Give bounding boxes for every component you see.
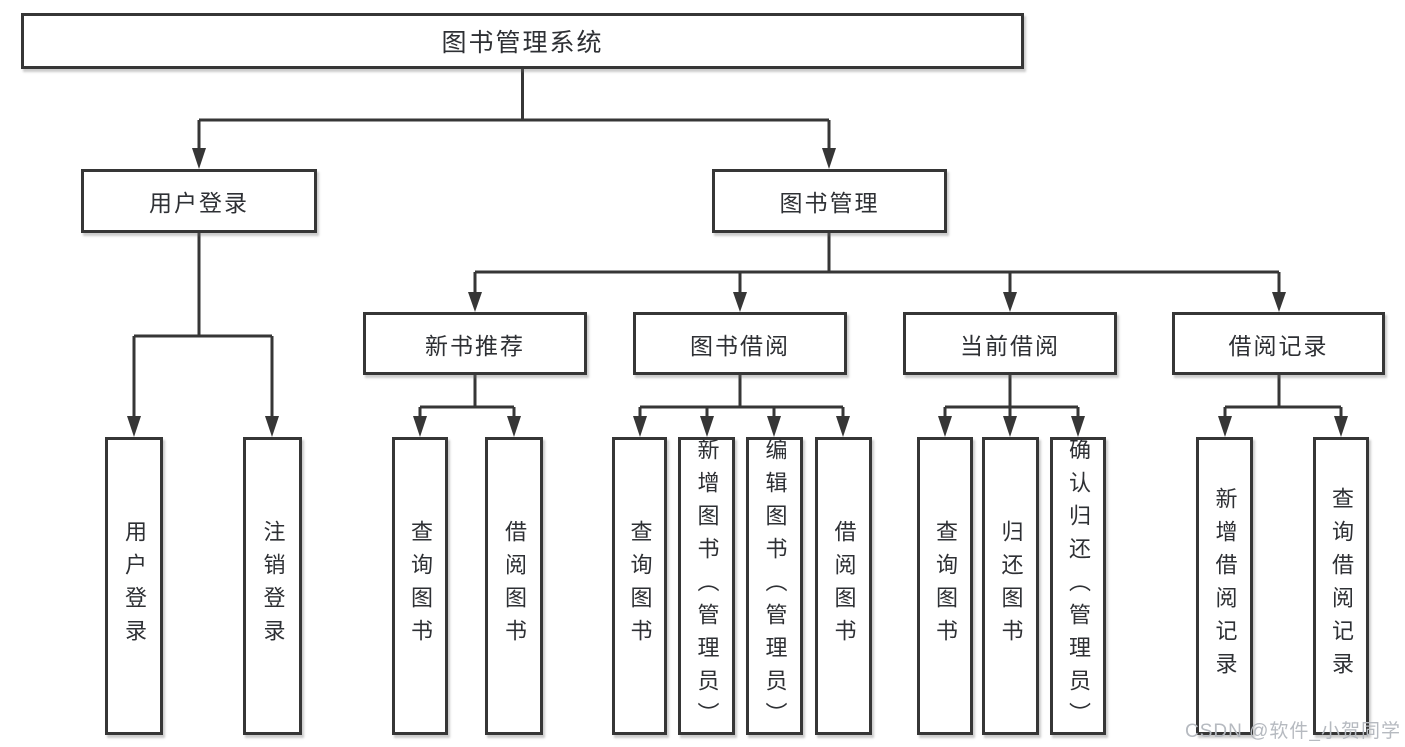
node-current-borrowing: 当前借阅	[903, 312, 1117, 375]
node-label: 借阅记录	[1228, 332, 1329, 359]
csdn-watermark: CSDN @软件_小贺同学	[1185, 721, 1401, 742]
node-label: 编辑图书（管理员）	[762, 437, 788, 735]
node-label: 当前借阅	[960, 332, 1060, 359]
node-label: 查询图书	[933, 520, 958, 652]
node-label: 归还图书	[998, 520, 1024, 652]
leaf-borrow-books: 借阅图书	[815, 437, 872, 735]
node-label: 新书推荐	[425, 332, 525, 359]
edge-book-borrow-split	[638, 375, 845, 421]
node-new-book-recommendation: 新书推荐	[363, 312, 587, 375]
leaf-borrow-books-recommend: 借阅图书	[485, 437, 543, 735]
arrowheads	[127, 148, 1348, 437]
node-label: 查询借阅记录	[1329, 487, 1354, 685]
node-label: 用户登录	[122, 520, 147, 652]
node-label: 新增借阅记录	[1212, 487, 1238, 685]
edge-new-book-split	[418, 375, 516, 421]
node-label: 查询图书	[627, 520, 653, 652]
edge-user-login-split	[132, 233, 274, 421]
node-label: 图书管理	[779, 190, 880, 216]
node-book-borrowing: 图书借阅	[633, 312, 847, 375]
node-label: 新增图书（管理员）	[694, 437, 720, 735]
leaf-query-books-borrow: 查询图书	[612, 437, 667, 735]
leaf-edit-book-admin: 编辑图书（管理员）	[746, 437, 803, 735]
leaf-add-borrow-record: 新增借阅记录	[1196, 437, 1253, 735]
leaf-add-book-admin: 新增图书（管理员）	[678, 437, 735, 735]
node-label: 用户登录	[149, 190, 249, 216]
node-borrowing-records: 借阅记录	[1172, 312, 1385, 375]
node-label: 查询图书	[408, 520, 433, 652]
node-label: 借阅图书	[831, 520, 857, 652]
node-book-management: 图书管理	[712, 169, 947, 233]
node-library-management-system: 图书管理系统	[21, 13, 1024, 69]
leaf-user-login: 用户登录	[105, 437, 163, 735]
leaf-return-books: 归还图书	[982, 437, 1039, 735]
leaf-query-borrow-record: 查询借阅记录	[1313, 437, 1369, 735]
edge-book-management-split	[473, 233, 1281, 296]
edge-borrow-record-split	[1223, 375, 1343, 421]
node-label: 确认归还（管理员）	[1066, 437, 1091, 735]
node-label: 图书借阅	[690, 332, 790, 359]
leaf-query-books-current: 查询图书	[917, 437, 973, 735]
leaf-logout: 注销登录	[243, 437, 302, 735]
node-label: 图书管理系统	[441, 29, 604, 57]
edge-root-split	[197, 69, 831, 152]
node-user-login: 用户登录	[81, 169, 317, 233]
node-label: 注销登录	[260, 520, 286, 652]
node-label: 借阅图书	[502, 520, 527, 652]
leaf-query-books-recommend: 查询图书	[392, 437, 448, 735]
leaf-confirm-return-admin: 确认归还（管理员）	[1050, 437, 1106, 735]
edge-current-borrow-split	[943, 375, 1080, 421]
